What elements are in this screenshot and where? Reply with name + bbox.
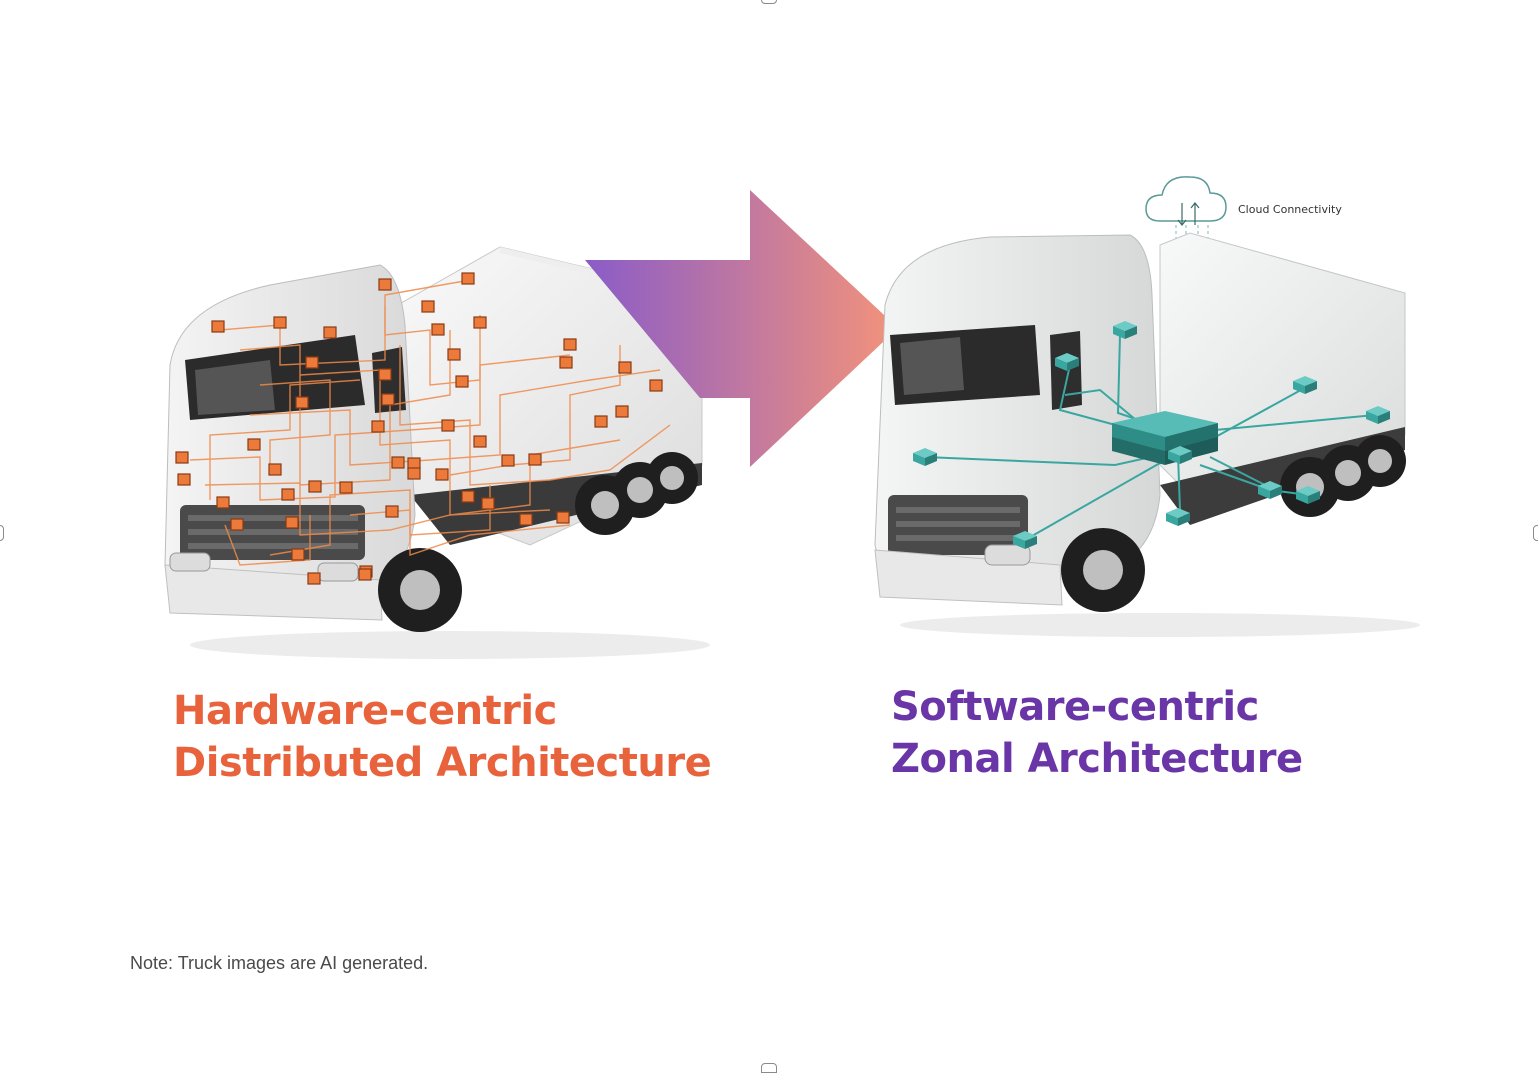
ecu-node (177, 473, 191, 486)
ecu-node (563, 338, 577, 351)
zone-controller-node (1296, 486, 1320, 504)
zone-controller-node (1055, 353, 1079, 371)
slide-handle-top[interactable] (761, 0, 777, 4)
ecu-node (441, 419, 455, 432)
heading-left-line1: Hardware-centric (173, 688, 557, 734)
ecu-node (435, 468, 449, 481)
zone-controller-node (913, 448, 937, 466)
zone-controller-node (1166, 508, 1190, 526)
ecu-node (473, 316, 487, 329)
ecu-node (528, 453, 542, 466)
ecu-node (268, 463, 282, 476)
ecu-node (308, 480, 322, 493)
ecu-node (615, 405, 629, 418)
ecu-node (461, 272, 475, 285)
ecu-node (447, 348, 461, 361)
ecu-node (649, 379, 663, 392)
ecu-node (618, 361, 632, 374)
heading-right-line2: Zonal Architecture (891, 736, 1303, 782)
ecu-node (481, 497, 495, 510)
slide-handle-left[interactable] (0, 525, 4, 541)
ecu-node (556, 511, 570, 524)
zone-controller-node (1113, 321, 1137, 339)
ecu-node (519, 513, 533, 526)
ecu-node (216, 496, 230, 509)
ecu-node (295, 396, 309, 409)
hardware-centric-heading: Hardware-centric Distributed Architectur… (173, 685, 712, 789)
ecu-node (281, 488, 295, 501)
footnote: Note: Truck images are AI generated. (130, 953, 429, 973)
ecu-node (473, 435, 487, 448)
ecu-node (378, 368, 392, 381)
zone-controller-node (1258, 481, 1282, 499)
ecu-node (407, 457, 421, 470)
ecu-node (381, 393, 395, 406)
ecu-node (594, 415, 608, 428)
ecu-node (559, 356, 573, 369)
ecu-node (501, 454, 515, 467)
ecu-node (421, 300, 435, 313)
ecu-node (175, 451, 189, 464)
ecu-node (391, 456, 405, 469)
ecu-node (305, 356, 319, 369)
cloud-connectivity-label: Cloud Connectivity (1238, 203, 1342, 216)
software-centric-heading: Software-centric Zonal Architecture (891, 681, 1303, 785)
zone-controller-node (1168, 446, 1192, 464)
ecu-node (378, 278, 392, 291)
heading-right-line1: Software-centric (891, 684, 1259, 730)
ecu-node (323, 326, 337, 339)
ecu-node (285, 516, 299, 529)
ecu-node (307, 572, 321, 585)
truck-zonal-illustration: Cloud Connectivity (874, 176, 1420, 637)
ecu-node (358, 568, 372, 581)
transition-arrow (585, 190, 898, 467)
heading-left-line2: Distributed Architecture (173, 740, 712, 786)
slide-handle-bottom[interactable] (761, 1063, 777, 1073)
zone-controller-node (1013, 531, 1037, 549)
ecu-node (431, 323, 445, 336)
ecu-node (385, 505, 399, 518)
ecu-node (247, 438, 261, 451)
ecu-node (461, 490, 475, 503)
ecu-node (273, 316, 287, 329)
zone-controller-node (1293, 376, 1317, 394)
zone-controller-node (1366, 406, 1390, 424)
slide-handle-right[interactable] (1533, 525, 1538, 541)
ecu-node (211, 320, 225, 333)
ecu-node (371, 420, 385, 433)
ecu-node (407, 467, 421, 480)
ecu-node (339, 481, 353, 494)
ecu-node (230, 518, 244, 531)
ecu-node (455, 375, 469, 388)
ecu-node (291, 548, 305, 561)
